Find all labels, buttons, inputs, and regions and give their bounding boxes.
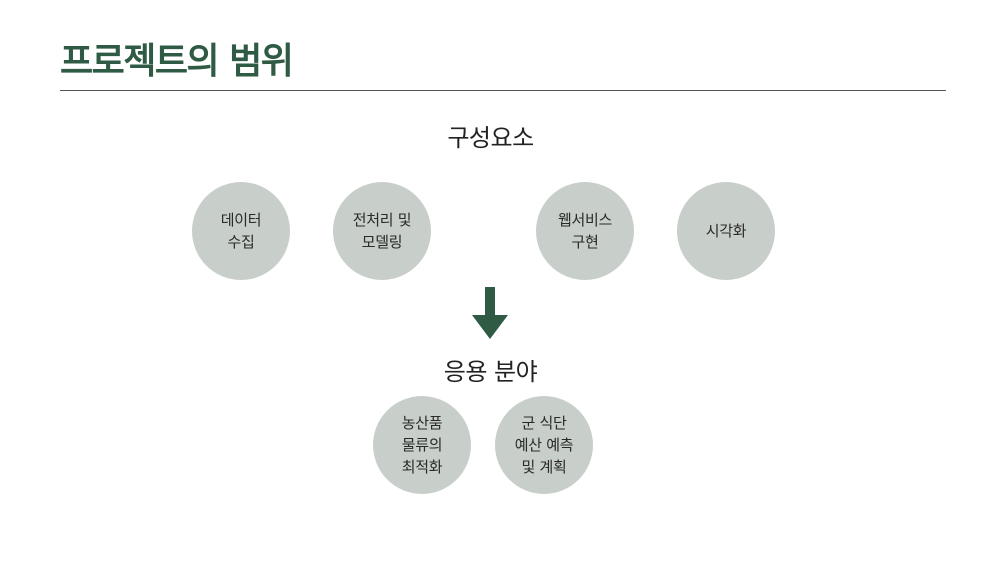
applications-heading: 응용 분야: [443, 358, 538, 386]
component-preprocessing-modeling: 전처리 및 모델링: [333, 182, 431, 280]
title-divider: [60, 90, 946, 91]
components-heading: 구성요소: [447, 124, 534, 152]
page-title: 프로젝트의 범위: [60, 41, 294, 82]
application-military-meal-budget: 군 식단 예산 예측 및 계획: [495, 396, 593, 494]
component-data-collection: 데이터 수집: [192, 182, 290, 280]
down-arrow-icon: [472, 287, 508, 339]
component-web-service: 웹서비스 구현: [536, 182, 634, 280]
component-visualization: 시각화: [677, 182, 775, 280]
application-agri-logistics: 농산품 물류의 최적화: [373, 396, 471, 494]
